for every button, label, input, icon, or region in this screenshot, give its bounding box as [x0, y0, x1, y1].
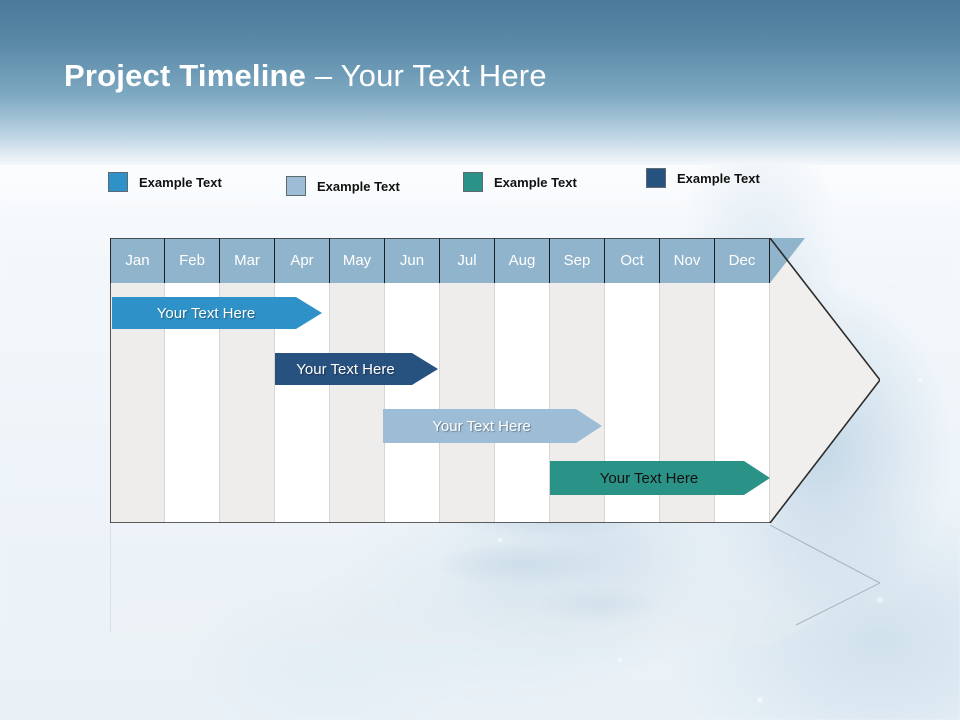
- month-header-apr[interactable]: Apr: [275, 238, 330, 283]
- page-title: Project Timeline – Your Text Here: [64, 58, 547, 94]
- legend-item-2: Example Text: [286, 176, 400, 196]
- month-header-sep[interactable]: Sep: [550, 238, 605, 283]
- timeline-bar-label: Your Text Here: [432, 417, 531, 435]
- month-header-mar[interactable]: Mar: [220, 238, 275, 283]
- timeline-bar-shape: Your Text Here: [550, 461, 770, 495]
- legend-label: Example Text: [494, 174, 577, 190]
- timeline-bar-label: Your Text Here: [296, 360, 395, 378]
- month-header-feb[interactable]: Feb: [165, 238, 220, 283]
- title-separator: –: [306, 58, 341, 93]
- legend-swatch-icon: [463, 172, 483, 192]
- month-header-aug[interactable]: Aug: [495, 238, 550, 283]
- timeline-bar-shape: Your Text Here: [383, 409, 602, 443]
- legend-swatch-icon: [286, 176, 306, 196]
- month-header-nov[interactable]: Nov: [660, 238, 715, 283]
- timeline-bar-1[interactable]: Your Text Here: [112, 297, 322, 329]
- title-bold-part: Project Timeline: [64, 58, 307, 93]
- legend-label: Example Text: [677, 170, 760, 186]
- legend-label: Example Text: [139, 174, 222, 190]
- timeline-bar-4[interactable]: Your Text Here: [550, 461, 770, 495]
- month-header-jun[interactable]: Jun: [385, 238, 440, 283]
- legend-swatch-icon: [108, 172, 128, 192]
- legend-item-4: Example Text: [646, 168, 760, 188]
- month-header-oct[interactable]: Oct: [605, 238, 660, 283]
- month-header-jan[interactable]: Jan: [110, 238, 165, 283]
- timeline-bar-3[interactable]: Your Text Here: [383, 409, 602, 443]
- month-header-may[interactable]: May: [330, 238, 385, 283]
- legend-swatch-icon: [646, 168, 666, 188]
- timeline-bar-2[interactable]: Your Text Here: [275, 353, 438, 385]
- legend-label: Example Text: [317, 178, 400, 194]
- timeline-bar-label: Your Text Here: [156, 304, 256, 322]
- title-gradient-band: [0, 0, 960, 165]
- month-header-dec[interactable]: Dec: [715, 238, 770, 283]
- timeline-bar-shape: Your Text Here: [275, 353, 438, 385]
- legend-item-1: Example Text: [108, 172, 222, 192]
- timeline-bar-label: Your Text Here: [599, 469, 699, 487]
- title-light-part: Your Text Here: [340, 58, 547, 93]
- month-header-jul[interactable]: Jul: [440, 238, 495, 283]
- timeline-bar-shape: Your Text Here: [112, 297, 322, 329]
- legend-item-3: Example Text: [463, 172, 577, 192]
- chart-reflection-outline: [110, 525, 880, 633]
